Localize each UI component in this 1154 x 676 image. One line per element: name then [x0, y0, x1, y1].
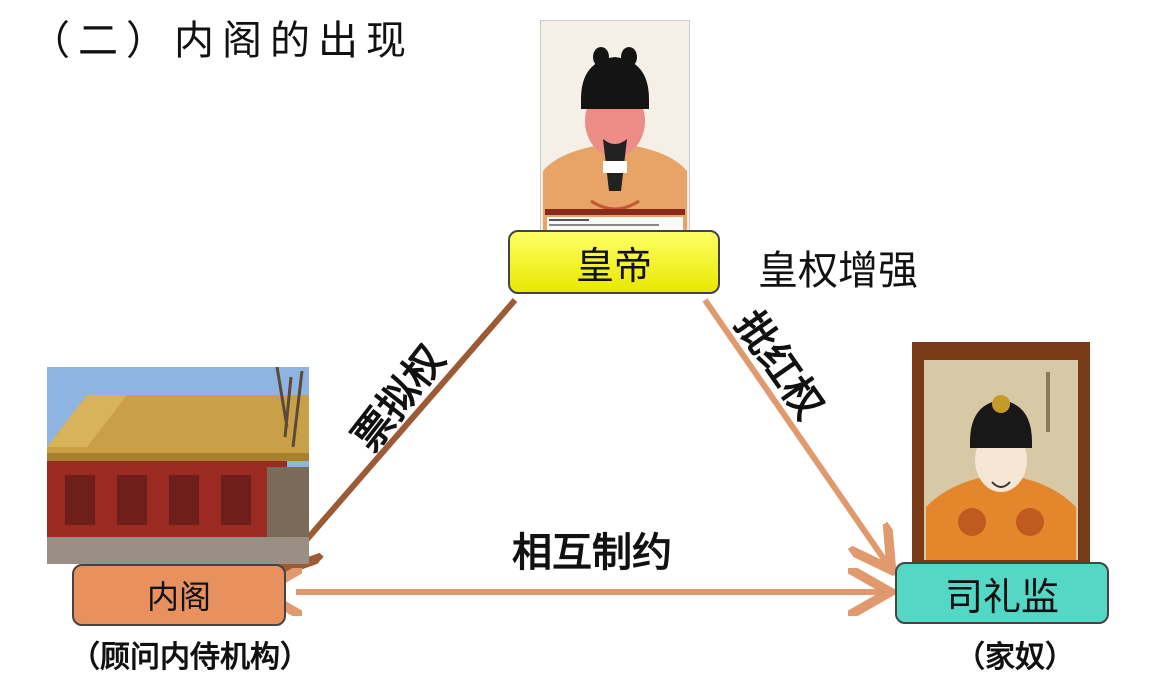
- emperor-portrait: [540, 20, 690, 234]
- node-cabinet-label: 内阁: [146, 578, 211, 616]
- sili-portrait: [912, 342, 1090, 564]
- arrow-emperor-to-sili: [702, 298, 888, 565]
- node-emperor: 皇帝: [508, 230, 720, 294]
- slide-title: （二）内阁的出现: [30, 18, 414, 64]
- emperor-power-note: 皇权增强: [758, 248, 918, 294]
- sili-caption: （家奴）: [955, 640, 1075, 675]
- edge-label-mutual-restraint: 相互制约: [512, 530, 672, 576]
- node-sili: 司礼监: [895, 562, 1109, 624]
- node-cabinet: 内阁: [72, 564, 286, 626]
- node-emperor-label: 皇帝: [575, 243, 652, 288]
- node-sili-label: 司礼监: [944, 574, 1059, 619]
- arrow-emperor-to-cabinet: [282, 298, 518, 568]
- cabinet-caption: （顾问内侍机构）: [70, 640, 310, 675]
- cabinet-building-photo: [47, 367, 309, 564]
